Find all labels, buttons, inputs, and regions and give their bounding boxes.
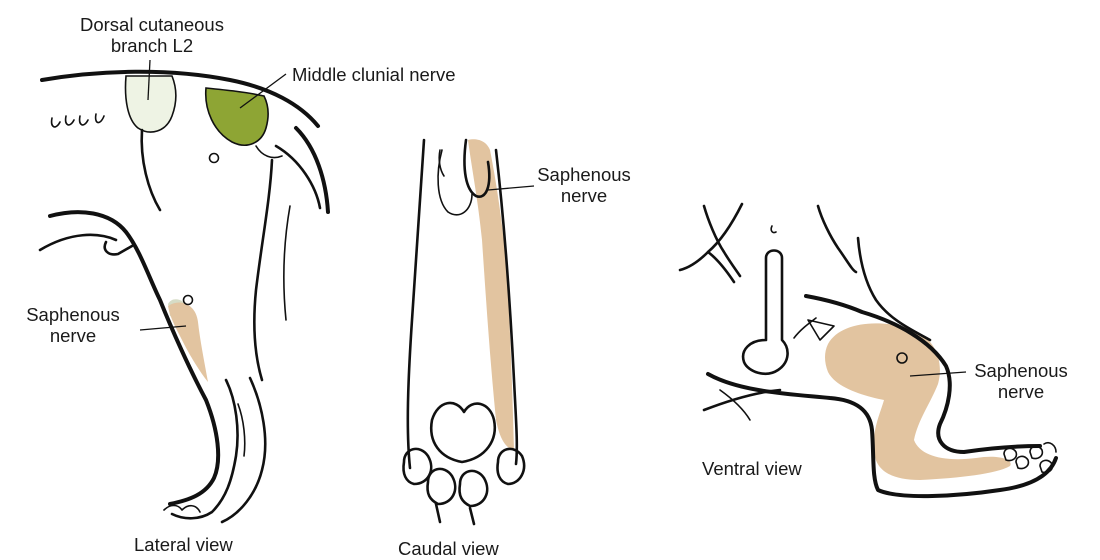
middle-clunial-label: Middle clunial nerve [292, 64, 456, 85]
dorsal-cutaneous-label-line1: Dorsal cutaneous [52, 14, 252, 35]
caudal-saphenous-label-line1: Saphenous [534, 164, 634, 185]
lateral-view-caption: Lateral view [134, 534, 233, 555]
ventral-saphenous-label-line1: Saphenous [966, 360, 1076, 381]
lateral-saphenous-label-line1: Saphenous [8, 304, 138, 325]
caudal-saphenous-label: Saphenous nerve [534, 164, 634, 206]
dorsal-cutaneous-label-line2: branch L2 [52, 35, 252, 56]
lateral-saphenous-region [168, 303, 208, 382]
dorsal-cutaneous-label: Dorsal cutaneous branch L2 [52, 14, 252, 56]
ventral-view-caption: Ventral view [702, 458, 802, 479]
ventral-view-drawing [680, 204, 1056, 496]
lateral-saphenous-label-line2: nerve [8, 325, 138, 346]
caudal-view-caption: Caudal view [398, 538, 499, 559]
ventral-saphenous-label: Saphenous nerve [966, 360, 1076, 402]
caudal-view-drawing [403, 139, 524, 524]
dorsal-cutaneous-region [126, 76, 176, 132]
ventral-saphenous-label-line2: nerve [966, 381, 1076, 402]
caudal-saphenous-label-line2: nerve [534, 185, 634, 206]
lateral-view-drawing [40, 72, 328, 522]
middle-clunial-region [206, 88, 268, 145]
lateral-saphenous-label: Saphenous nerve [8, 304, 138, 346]
